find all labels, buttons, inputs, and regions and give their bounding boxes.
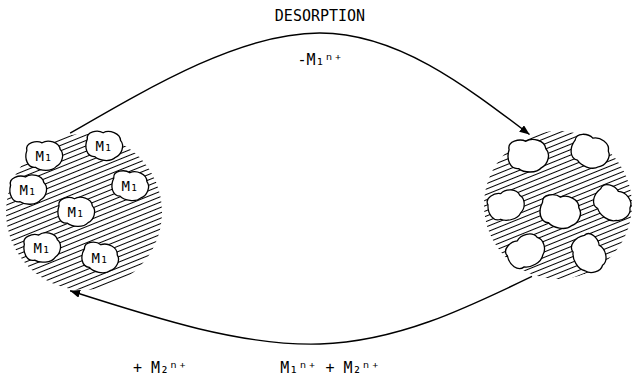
empty-site	[565, 230, 611, 279]
node-text: M₁	[92, 250, 109, 267]
node-text: M₁	[34, 240, 51, 257]
empty-sites	[485, 131, 637, 279]
node-text: M₁	[122, 178, 139, 195]
metal-ion-site: M₁	[56, 196, 96, 228]
site-outline-path	[22, 231, 62, 264]
metal-ion-site: M₁	[80, 242, 120, 274]
metal-ion-site: M₁	[24, 140, 64, 172]
process-title: DESORPTION	[273, 7, 367, 25]
node-text: M₁	[68, 204, 85, 221]
empty-site	[538, 192, 583, 231]
ion-label: M₁ⁿ⁺ + M₂ⁿ⁺	[278, 359, 381, 377]
empty-site	[588, 180, 637, 227]
metal-ion-site: M₁	[8, 174, 48, 206]
hatched-bead	[6, 134, 162, 290]
empty-site	[508, 139, 548, 172]
adsorbent-bead	[482, 129, 634, 281]
empty-site	[502, 229, 551, 275]
node-text: M₁	[36, 148, 53, 165]
process-arrow	[70, 276, 532, 344]
adsorbent-bead: M₁ M₁ M₁ M₁ M₁ M₁ M₁	[4, 132, 164, 292]
metal-ion-site: M₁	[110, 170, 150, 202]
process-arrow	[70, 33, 529, 135]
node-text: M₁	[20, 182, 37, 199]
site-outline-path	[79, 240, 121, 276]
metal-ion-site: M₁	[84, 130, 124, 162]
site-outline-path	[85, 130, 124, 162]
site-outline-path	[26, 141, 63, 170]
ion-label: -M₁ⁿ⁺	[295, 51, 344, 69]
empty-site	[567, 131, 614, 173]
node-text: M₁	[96, 138, 113, 155]
site-outline-path	[110, 169, 150, 203]
empty-site	[485, 187, 528, 225]
metal-ion-site: M₁	[22, 232, 62, 264]
ion-label: + M₂ⁿ⁺	[131, 359, 189, 377]
site-outline-path	[58, 197, 95, 227]
site-outline-path	[9, 174, 47, 205]
